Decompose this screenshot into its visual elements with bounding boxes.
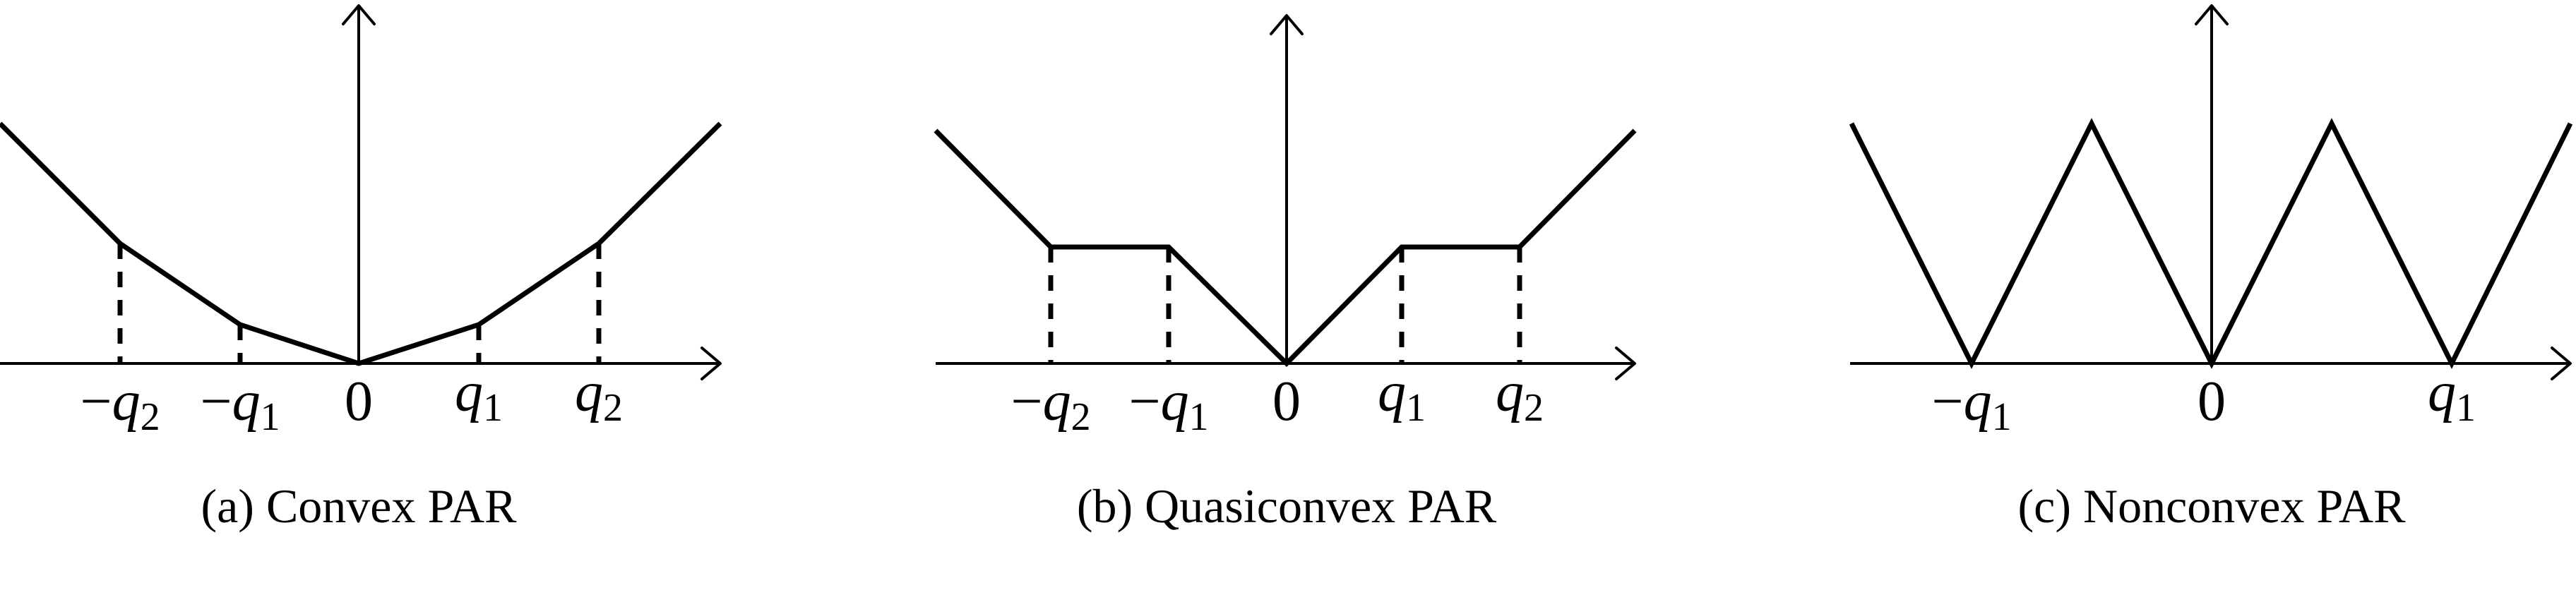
tick-label-q1-a: q1 (455, 361, 503, 430)
tick-label-q1-b: q1 (1378, 361, 1426, 430)
caption-convex: (a) Convex PAR (201, 479, 517, 533)
y-axis-arrowhead-a (342, 4, 376, 25)
tick-label-neg-q2-b: −q2 (1010, 371, 1090, 439)
caption-nonconvex: (c) Nonconvex PAR (2018, 479, 2407, 533)
panel-convex: −q2 −q1 0 q1 q2 (a) Convex PAR (0, 4, 722, 533)
panel-quasiconvex: −q2 −q1 0 q1 q2 (b) Quasiconvex PAR (934, 14, 1637, 533)
panel-nonconvex: −q1 0 q1 (c) Nonconvex PAR (1849, 4, 2573, 533)
tick-label-zero-b: 0 (1272, 371, 1301, 433)
tick-label-zero-c: 0 (2198, 371, 2226, 433)
tick-label-neg-q1-c: −q1 (1931, 371, 2011, 439)
y-axis-arrowhead-b (1270, 14, 1304, 35)
tick-label-q1-c: q1 (2428, 361, 2476, 430)
y-axis-arrowhead-c (2195, 4, 2229, 25)
x-axis-arrowhead-a (700, 347, 722, 380)
x-axis-arrowhead-b (1615, 347, 1636, 380)
tick-label-neg-q1-a: −q1 (200, 371, 280, 439)
tick-label-neg-q1-b: −q1 (1128, 371, 1208, 439)
tick-label-zero-a: 0 (345, 371, 373, 433)
tick-label-q2-a: q2 (575, 361, 623, 430)
x-axis-arrowhead-c (2551, 347, 2572, 380)
tick-label-q2-b: q2 (1496, 361, 1544, 430)
caption-quasiconvex: (b) Quasiconvex PAR (1077, 479, 1497, 533)
nonconvex-curve (1849, 118, 2573, 369)
tick-label-neg-q2-a: −q2 (80, 371, 160, 439)
